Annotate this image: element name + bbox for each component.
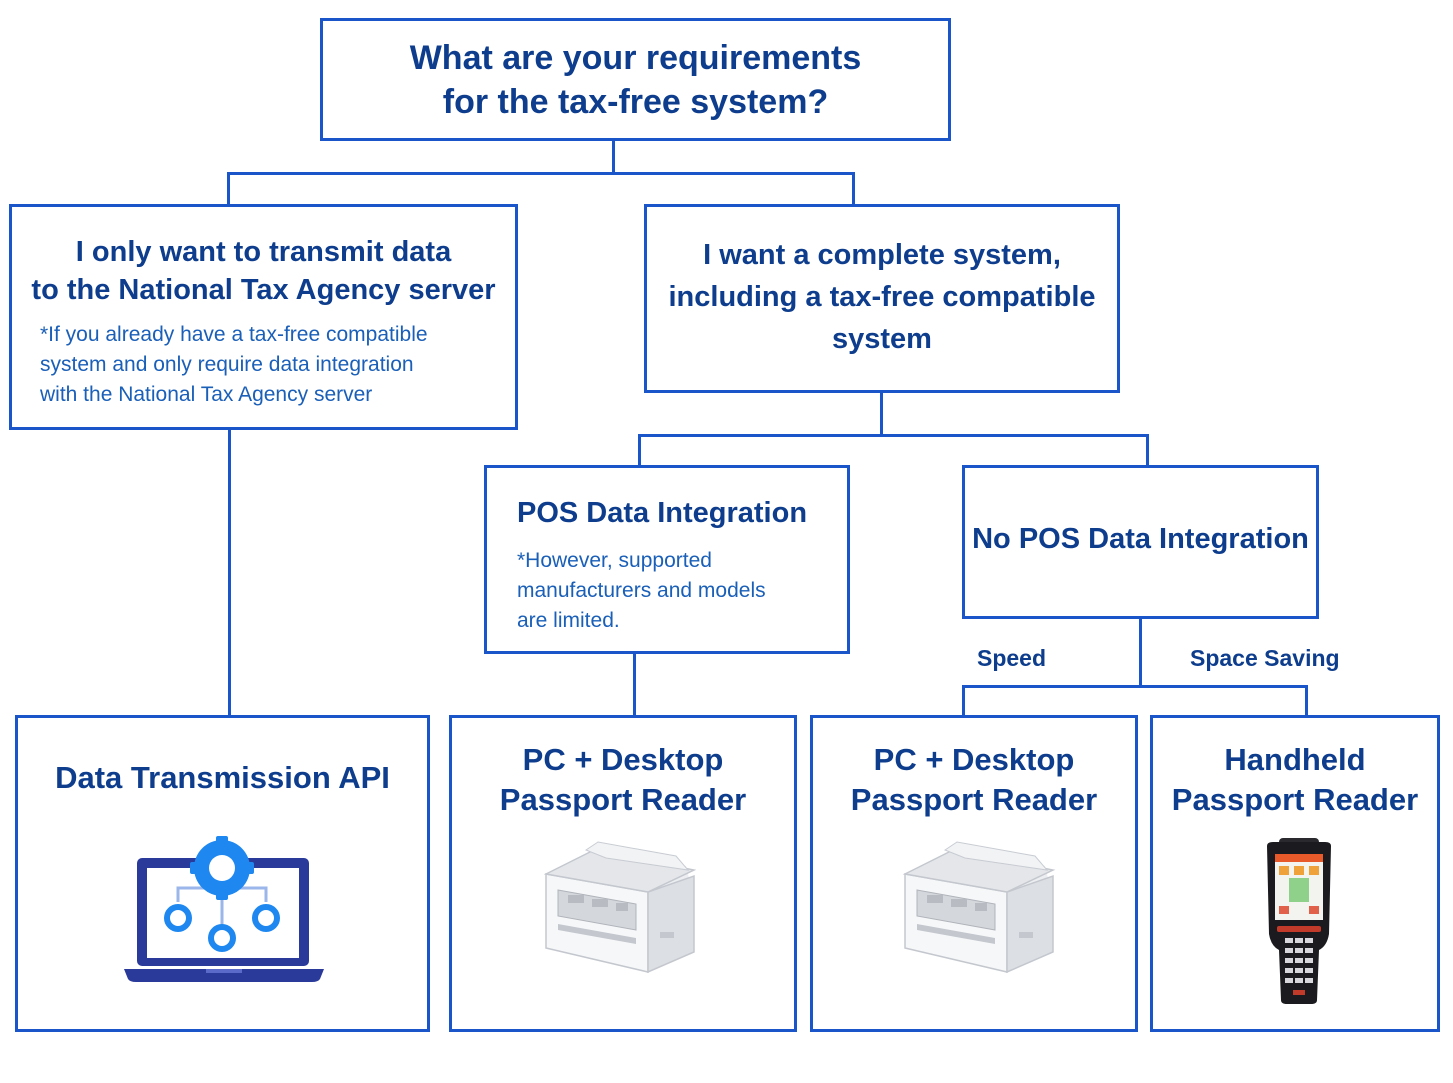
option-transmit-note: *If you already have a tax-free compatib… [40,323,428,406]
connector [638,434,1149,437]
option-transmit-title: I only want to transmit data to the Nati… [31,236,496,306]
pos-integration-note: *However, supported manufacturers and mo… [517,549,766,632]
connector [1305,685,1308,717]
root-question-title: What are your requirements for the tax-f… [409,39,862,121]
connector [227,172,855,175]
result-handheld-reader: Handheld Passport Reader [1150,715,1440,1032]
connector [852,172,855,206]
result-data-transmission-api: Data Transmission API [15,715,430,1032]
connector [633,652,636,717]
no-pos-integration-box: No POS Data Integration [962,465,1319,619]
handheld-passport-reader-image [1267,838,1331,1004]
root-question-box: What are your requirements for the tax-f… [320,18,951,141]
connector [612,139,615,174]
connector [1146,434,1149,467]
option-complete-title: I want a complete system, including a ta… [668,239,1096,355]
desktop-passport-reader-image [543,841,697,974]
option-transmit-box: I only want to transmit data to the Nati… [9,204,518,430]
pos-integration-box: POS Data Integration *However, supported… [484,465,850,654]
connector [962,685,1308,688]
result-title: Handheld Passport Reader [1171,742,1419,817]
result-pc-desktop-reader-speed: PC + Desktop Passport Reader [810,715,1138,1032]
result-title: PC + Desktop Passport Reader [850,742,1098,817]
connector [1139,617,1142,687]
pos-integration-title: POS Data Integration [517,497,808,529]
option-complete-box: I want a complete system, including a ta… [644,204,1120,393]
connector [962,685,965,717]
result-title: PC + Desktop Passport Reader [499,742,747,817]
result-pc-desktop-reader-pos: PC + Desktop Passport Reader [449,715,797,1032]
desktop-passport-reader-image [902,841,1056,974]
connector [227,172,230,206]
no-pos-integration-title: No POS Data Integration [972,523,1309,555]
result-title: Data Transmission API [55,760,390,795]
connector [228,428,231,717]
connector [638,434,641,467]
branch-label-speed: Speed [977,645,1047,671]
laptop-api-icon [124,836,324,982]
connector [880,391,883,436]
branch-label-space-saving: Space Saving [1190,645,1340,671]
